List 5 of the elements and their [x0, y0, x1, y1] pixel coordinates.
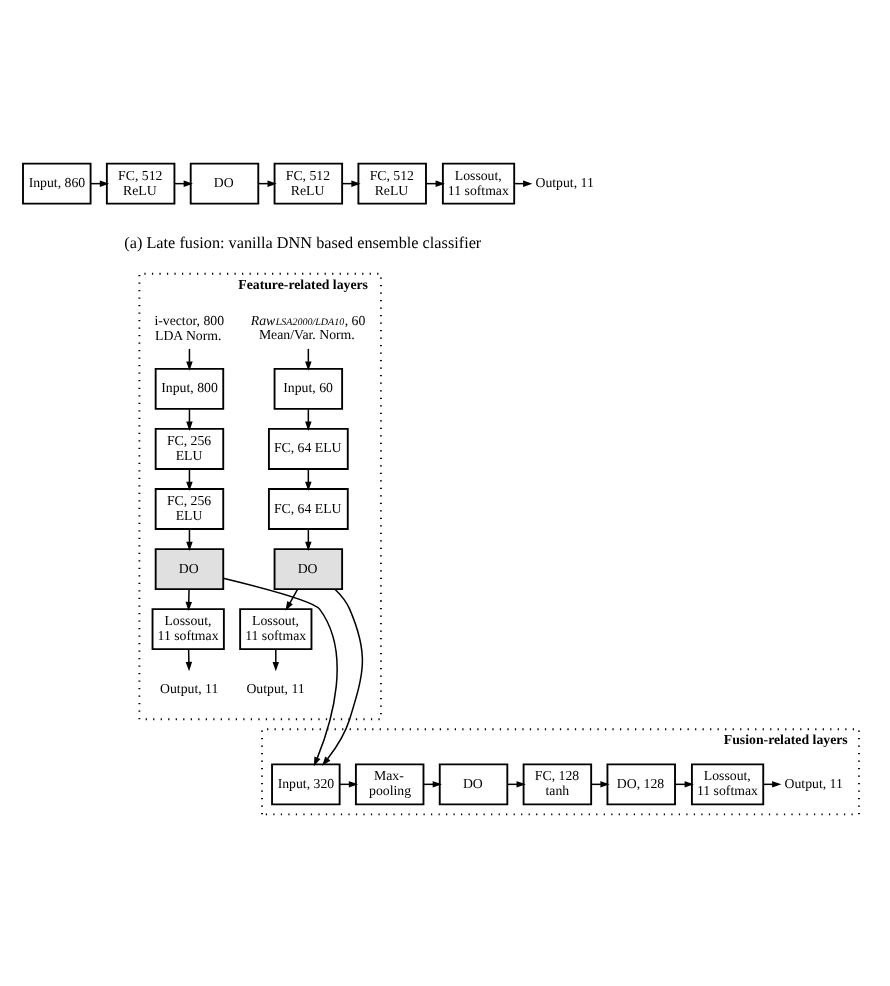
arrow — [184, 587, 191, 611]
arrow — [221, 576, 337, 766]
arrow — [184, 647, 192, 671]
arrow — [321, 587, 363, 765]
arrow — [271, 647, 279, 671]
